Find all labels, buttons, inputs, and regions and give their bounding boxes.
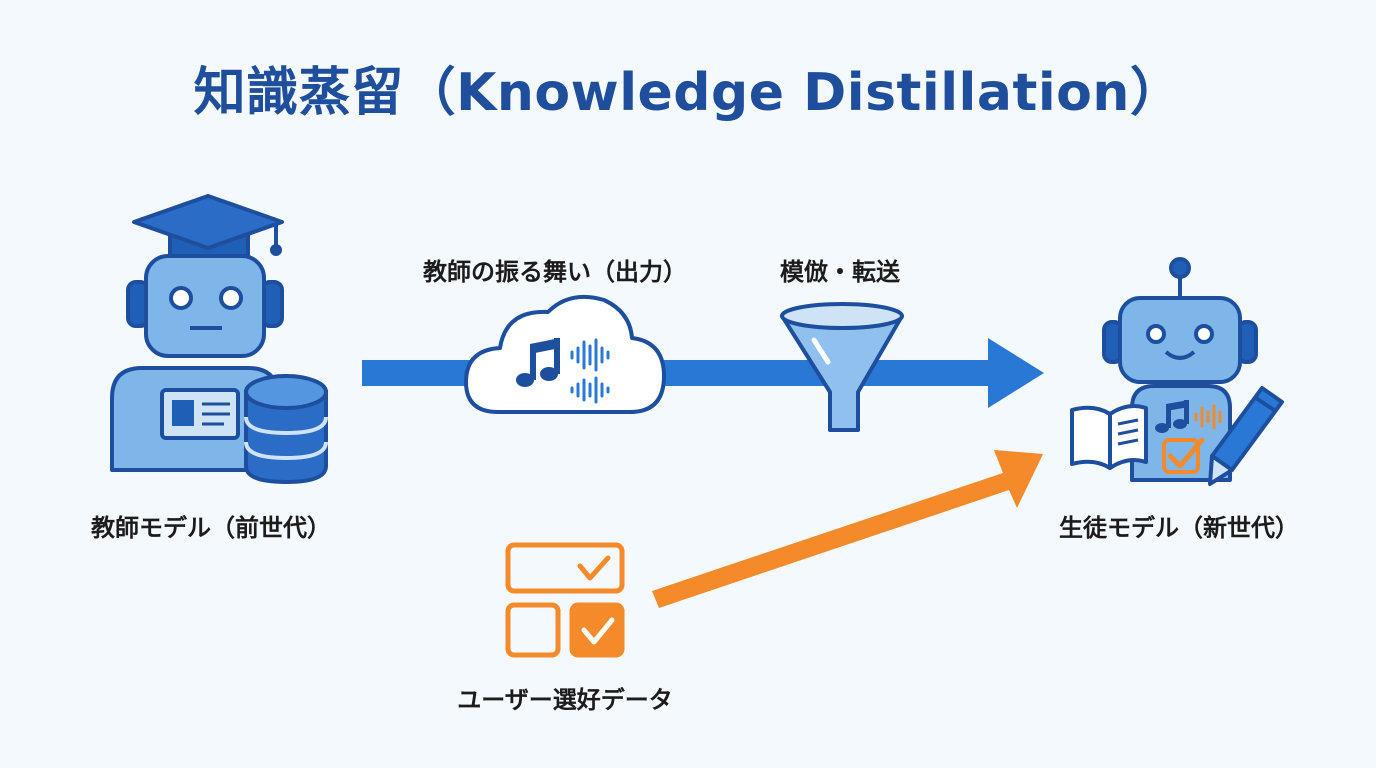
transfer-arrow — [362, 338, 1044, 408]
teacher-robot-icon — [110, 194, 284, 472]
student-label: 生徒モデル（新世代） — [1059, 514, 1299, 542]
transfer-label: 模倣・転送 — [780, 258, 900, 286]
book-icon — [1070, 404, 1148, 470]
pencil-icon — [1208, 386, 1284, 486]
funnel-icon — [780, 302, 904, 432]
graduation-cap-icon — [132, 194, 284, 258]
output-label: 教師の振る舞い（出力） — [423, 258, 687, 286]
preference-label: ユーザー選好データ — [457, 686, 673, 714]
cloud-audio-icon — [464, 295, 666, 414]
preference-arrow — [652, 450, 1043, 608]
music-note-icon — [516, 338, 560, 387]
teacher-label: 教師モデル（前世代） — [91, 514, 331, 542]
student-robot-icon — [1102, 257, 1258, 482]
page-title: 知識蒸留（Knowledge Distillation） — [193, 63, 1183, 123]
database-icon — [244, 374, 328, 485]
checklist-icon — [505, 542, 625, 658]
